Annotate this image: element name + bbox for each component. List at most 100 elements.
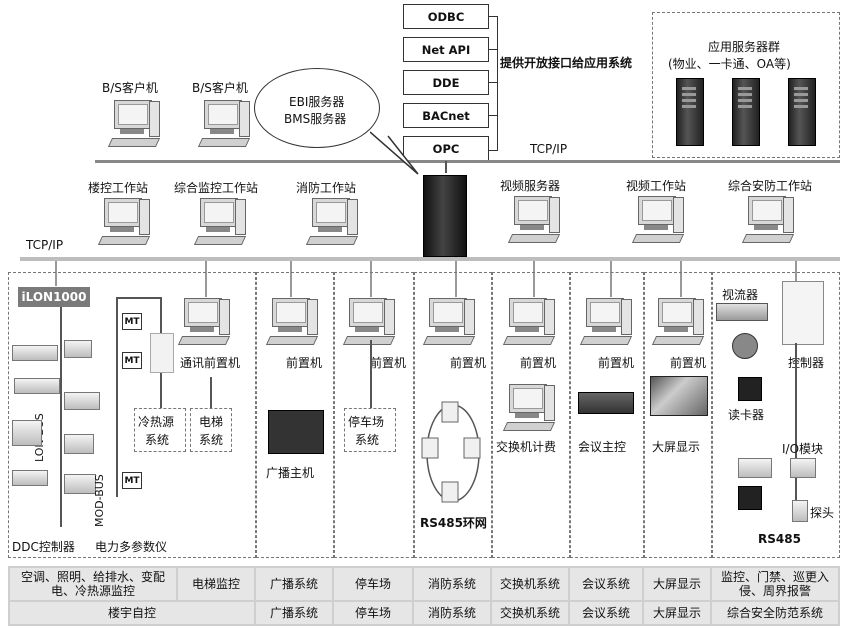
ws-label-fire: 消防工作站	[296, 181, 357, 195]
meter-label: 电力多参数仪	[95, 540, 168, 554]
billing-pc	[502, 384, 556, 436]
chiller-box	[134, 408, 186, 452]
drop	[370, 261, 372, 297]
rs485-label: RS485	[758, 532, 801, 546]
cell-bigscreen: 大屏显示	[644, 568, 710, 600]
cell-switch: 交换机系统	[492, 568, 568, 600]
detector-device	[792, 500, 808, 522]
ebi-bubble	[254, 68, 380, 148]
drop	[610, 261, 612, 297]
ddc-label: DDC控制器	[12, 540, 75, 554]
ptz-camera	[732, 333, 758, 359]
switch-frontend-pc	[502, 298, 556, 350]
frame-parking	[334, 272, 414, 558]
frame-security	[712, 272, 840, 558]
protocol-bacnet: BACnet	[403, 103, 489, 128]
lon-bus-line	[60, 307, 62, 527]
switch-frontend-label: 前置机	[520, 356, 557, 370]
broadcast-frontend-label: 前置机	[286, 356, 323, 370]
ws-bac	[97, 198, 151, 250]
frame-bigscreen	[644, 272, 712, 558]
ws-label-video: 视频工作站	[626, 179, 687, 193]
ws-label-bac: 楼控工作站	[88, 181, 149, 195]
bubble-line2: BMS服务器	[284, 112, 347, 126]
app-server-2	[732, 78, 760, 146]
ddc-device	[12, 420, 42, 446]
drop	[455, 261, 457, 297]
cell-parking: 停车场	[334, 568, 412, 600]
frame-fire	[414, 272, 492, 558]
ilon-box: iLON1000	[18, 287, 90, 307]
cell-conference-2: 会议系统	[570, 602, 642, 624]
drop	[205, 261, 207, 297]
cell-security-2: 综合安全防范系统	[712, 602, 838, 624]
io-module-device	[790, 458, 816, 478]
big-screen-label: 大屏显示	[652, 440, 701, 454]
ddc-device	[64, 474, 96, 494]
drop	[533, 261, 535, 297]
ws-label-video-server: 视频服务器	[500, 179, 561, 193]
conf-frontend-label: 前置机	[598, 356, 635, 370]
app-server-1	[676, 78, 704, 146]
protocol-netapi: Net API	[403, 37, 489, 62]
mod-bus-link	[116, 297, 162, 299]
chiller-line1: 冷热源	[138, 415, 175, 429]
cell-parking-2: 停车场	[334, 602, 412, 624]
cell-elevator: 电梯监控	[178, 568, 254, 600]
fire-frontend-pc	[422, 298, 476, 350]
frame-bms	[8, 272, 256, 558]
frame-broadcast	[256, 272, 334, 558]
mt-box: MT	[122, 313, 142, 330]
ddc-device	[12, 470, 48, 486]
big-screen-device	[650, 376, 708, 416]
app-server-group	[652, 12, 840, 158]
cell-security-detail: 监控、门禁、巡更入侵、周界报警	[712, 568, 838, 600]
conf-host-device	[578, 392, 634, 414]
parking-box	[344, 408, 396, 452]
chiller-link	[160, 377, 162, 408]
card-reader-device	[738, 377, 762, 401]
protocol-odbc: ODBC	[403, 4, 489, 29]
mt-box: MT	[122, 352, 142, 369]
ws-security	[741, 196, 795, 248]
ws-label-monitor: 综合监控工作站	[174, 181, 259, 195]
cell-fire: 消防系统	[414, 568, 490, 600]
bracket-tick	[489, 82, 497, 83]
mt-box: MT	[122, 472, 142, 489]
drop	[55, 261, 57, 286]
ddc-device	[64, 434, 94, 454]
rs485-ring-label: RS485环网	[420, 516, 487, 530]
conf-frontend-pc	[579, 298, 633, 350]
frame-switch	[492, 272, 570, 558]
interface-bracket	[489, 16, 498, 151]
bubble-tail	[370, 131, 419, 175]
security-bus	[795, 343, 797, 513]
drop	[795, 261, 797, 281]
cell-bms-detail: 空调、照明、给排水、变配电、冷热源监控	[10, 568, 176, 600]
app-server-subtitle: (物业、一卡通、OA等)	[668, 57, 791, 71]
chiller-line2: 系统	[145, 433, 170, 447]
app-server-title: 应用服务器群	[708, 40, 781, 54]
protocol-dde: DDE	[403, 70, 489, 95]
bs-client-2	[197, 100, 251, 152]
ws-label-security: 综合安防工作站	[728, 179, 813, 193]
mod-bus-line	[116, 297, 118, 497]
cell-building-automation: 楼宇自控	[10, 602, 254, 624]
card-reader-label: 读卡器	[728, 408, 765, 422]
parking-line2: 系统	[355, 433, 380, 447]
broadcast-host-label: 广播主机	[266, 466, 315, 480]
cell-bigscreen-2: 大屏显示	[644, 602, 710, 624]
ws-video-server	[507, 196, 561, 248]
parking-line1: 停车场	[348, 415, 385, 429]
rs485-ring	[421, 401, 481, 503]
comm-frontend-label: 通讯前置机	[180, 356, 241, 370]
fire-frontend-label: 前置机	[450, 356, 487, 370]
app-server-3	[788, 78, 816, 146]
ws-fire	[305, 198, 359, 250]
tcpip-left-label: TCP/IP	[26, 238, 64, 252]
protocol-opc: OPC	[403, 136, 489, 161]
bs-client-label-2: B/S客户机	[192, 81, 248, 95]
bs-client-label-1: B/S客户机	[102, 81, 158, 95]
cell-broadcast-2: 广播系统	[256, 602, 332, 624]
card-reader-device-2	[738, 486, 762, 510]
